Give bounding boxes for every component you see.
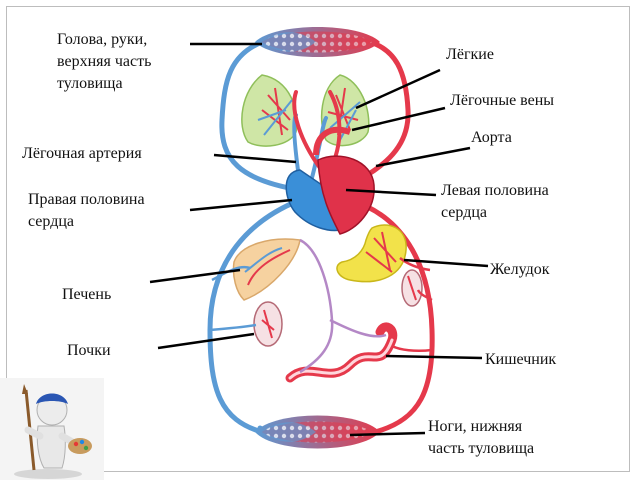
lung-right — [320, 74, 370, 147]
kidneys — [253, 269, 423, 347]
label-intestine: Кишечник — [485, 351, 557, 368]
label-head: Голова, руки, верхняя часть туловища — [57, 31, 152, 92]
label-pulmonary-artery: Лёгочная артерия — [22, 145, 142, 162]
capillary-bed-head — [255, 27, 380, 57]
label-left-heart: Левая половина сердца — [441, 182, 549, 221]
painter-figure-icon — [0, 378, 104, 480]
pointer-lines — [149, 42, 489, 437]
diagram-frame — [6, 6, 630, 472]
label-aorta: Аорта — [471, 129, 512, 146]
label-pulmonary-veins: Лёгочные вены — [450, 92, 555, 109]
lung-left — [241, 74, 298, 147]
intestine — [285, 322, 398, 383]
label-liver: Печень — [62, 286, 112, 303]
capillary-bed-legs — [255, 415, 380, 449]
heart — [285, 126, 375, 235]
liver — [232, 238, 301, 301]
internal-vessels — [209, 238, 433, 374]
artery-loop-right — [337, 39, 435, 435]
label-kidneys: Почки — [67, 342, 111, 359]
label-right-heart: Правая половина сердца — [28, 191, 145, 230]
label-legs: Ноги, нижняя часть туловища — [428, 418, 535, 457]
label-stomach: Желудок — [490, 261, 550, 278]
stomach — [336, 224, 407, 283]
label-lungs: Лёгкие — [446, 46, 494, 63]
